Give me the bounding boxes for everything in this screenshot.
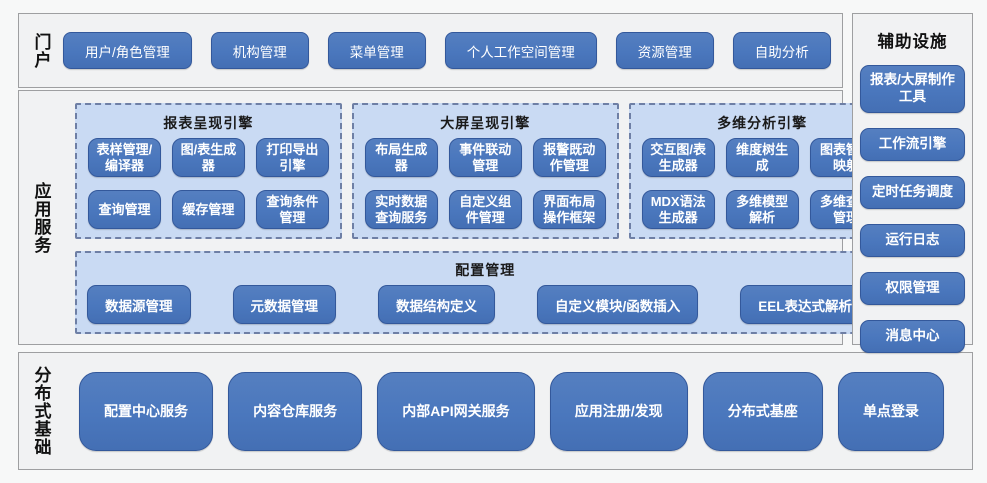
auxiliary-facilities-section: 辅助设施 报表/大屏制作工具 工作流引擎 定时任务调度 运行日志 权限管理 消息… bbox=[852, 13, 973, 353]
portal-item-resource-mgmt[interactable]: 资源管理 bbox=[615, 32, 714, 69]
app-services-content: 报表呈现引擎 表样管理/编译器 图/表生成器 打印导出引擎 查询管理 缓存管理 … bbox=[63, 91, 914, 344]
engine-row: 报表呈现引擎 表样管理/编译器 图/表生成器 打印导出引擎 查询管理 缓存管理 … bbox=[75, 103, 896, 239]
aux-run-logs[interactable]: 运行日志 bbox=[860, 224, 965, 257]
aux-message-center[interactable]: 消息中心 bbox=[860, 320, 965, 353]
module-cache-mgmt[interactable]: 缓存管理 bbox=[171, 190, 245, 229]
portal-item-personal-workspace-mgmt[interactable]: 个人工作空间管理 bbox=[444, 32, 597, 69]
aux-workflow-engine[interactable]: 工作流引擎 bbox=[860, 128, 965, 161]
report-render-engine-panel: 报表呈现引擎 表样管理/编译器 图/表生成器 打印导出引擎 查询管理 缓存管理 … bbox=[75, 103, 342, 239]
module-realtime-data-query-service[interactable]: 实时数据查询服务 bbox=[364, 190, 438, 229]
portal-item-self-service-analysis[interactable]: 自助分析 bbox=[732, 32, 831, 69]
aux-report-bigscreen-authoring-tool[interactable]: 报表/大屏制作工具 bbox=[860, 65, 965, 113]
dist-internal-api-gateway-service[interactable]: 内部API网关服务 bbox=[377, 371, 535, 451]
portal-section: 门户 用户/角色管理 机构管理 菜单管理 个人工作空间管理 资源管理 自助分析 bbox=[18, 13, 843, 88]
bigscreen-render-engine-modules: 布局生成器 事件联动管理 报警既动作管理 实时数据查询服务 自定义组件管理 界面… bbox=[364, 138, 606, 229]
multidim-analysis-engine-modules: 交互图/表生成器 维度树生成 图表智能映射 MDX语法生成器 多维模型解析 多维… bbox=[641, 138, 883, 229]
app-services-section-label: 应用服务 bbox=[31, 181, 51, 254]
dist-content-repository-service[interactable]: 内容仓库服务 bbox=[228, 371, 363, 451]
module-data-structure-definition[interactable]: 数据结构定义 bbox=[378, 285, 495, 324]
module-print-export-engine[interactable]: 打印导出引擎 bbox=[255, 138, 329, 177]
module-metadata-mgmt[interactable]: 元数据管理 bbox=[232, 285, 336, 324]
module-datasource-mgmt[interactable]: 数据源管理 bbox=[87, 285, 191, 324]
module-alarm-action-mgmt[interactable]: 报警既动作管理 bbox=[532, 138, 606, 177]
bigscreen-render-engine-panel: 大屏呈现引擎 布局生成器 事件联动管理 报警既动作管理 实时数据查询服务 自定义… bbox=[351, 103, 619, 239]
distributed-base-section-label: 分布式基础 bbox=[31, 366, 51, 456]
module-template-mgmt-compiler[interactable]: 表样管理/编译器 bbox=[88, 138, 161, 177]
portal-section-label: 门户 bbox=[31, 32, 51, 69]
portal-item-menu-mgmt[interactable]: 菜单管理 bbox=[327, 32, 426, 69]
module-dimension-tree-generation[interactable]: 维度树生成 bbox=[725, 138, 799, 177]
bigscreen-render-engine-title: 大屏呈现引擎 bbox=[440, 115, 531, 131]
module-custom-component-mgmt[interactable]: 自定义组件管理 bbox=[448, 190, 522, 229]
portal-button-row: 用户/角色管理 机构管理 菜单管理 个人工作空间管理 资源管理 自助分析 bbox=[63, 32, 857, 69]
app-services-section: 应用服务 报表呈现引擎 表样管理/编译器 图/表生成器 打印导出引擎 查询管理 … bbox=[18, 90, 896, 345]
module-multidim-model-parsing[interactable]: 多维模型解析 bbox=[725, 190, 799, 229]
report-render-engine-modules: 表样管理/编译器 图/表生成器 打印导出引擎 查询管理 缓存管理 查询条件管理 bbox=[88, 138, 329, 229]
auxiliary-facilities-list: 报表/大屏制作工具 工作流引擎 定时任务调度 运行日志 权限管理 消息中心 bbox=[853, 58, 972, 353]
aux-permission-mgmt[interactable]: 权限管理 bbox=[860, 272, 965, 305]
dist-single-sign-on[interactable]: 单点登录 bbox=[837, 371, 944, 451]
module-chart-table-generator[interactable]: 图/表生成器 bbox=[171, 138, 245, 177]
dist-config-center-service[interactable]: 配置中心服务 bbox=[79, 371, 213, 451]
portal-item-org-mgmt[interactable]: 机构管理 bbox=[210, 32, 309, 69]
auxiliary-facilities-title: 辅助设施 bbox=[877, 33, 948, 51]
module-custom-module-function-insert[interactable]: 自定义模块/函数插入 bbox=[537, 285, 699, 324]
config-mgmt-panel: 配置管理 数据源管理 元数据管理 数据结构定义 自定义模块/函数插入 EEL表达… bbox=[75, 251, 896, 334]
report-render-engine-title: 报表呈现引擎 bbox=[163, 115, 254, 131]
config-mgmt-modules: 数据源管理 元数据管理 数据结构定义 自定义模块/函数插入 EEL表达式解析器 bbox=[87, 285, 884, 324]
config-mgmt-title: 配置管理 bbox=[455, 262, 516, 278]
module-interactive-chart-generator[interactable]: 交互图/表生成器 bbox=[641, 138, 715, 177]
module-query-mgmt[interactable]: 查询管理 bbox=[88, 190, 161, 229]
module-query-condition-mgmt[interactable]: 查询条件管理 bbox=[255, 190, 329, 229]
dist-distributed-pedestal[interactable]: 分布式基座 bbox=[702, 371, 823, 451]
multidim-analysis-engine-title: 多维分析引擎 bbox=[717, 115, 808, 131]
module-event-linkage-mgmt[interactable]: 事件联动管理 bbox=[448, 138, 522, 177]
module-layout-generator[interactable]: 布局生成器 bbox=[364, 138, 438, 177]
distributed-base-button-row: 配置中心服务 内容仓库服务 内部API网关服务 应用注册/发现 分布式基座 单点… bbox=[63, 371, 972, 451]
module-mdx-syntax-generator[interactable]: MDX语法生成器 bbox=[641, 190, 715, 229]
dist-app-register-discovery[interactable]: 应用注册/发现 bbox=[549, 371, 688, 451]
multidim-analysis-engine-panel: 多维分析引擎 交互图/表生成器 维度树生成 图表智能映射 MDX语法生成器 多维… bbox=[628, 103, 896, 239]
module-ui-layout-operation-framework[interactable]: 界面布局操作框架 bbox=[532, 190, 606, 229]
aux-scheduled-task-dispatch[interactable]: 定时任务调度 bbox=[860, 176, 965, 209]
portal-item-user-role-mgmt[interactable]: 用户/角色管理 bbox=[63, 32, 192, 69]
distributed-base-section: 分布式基础 配置中心服务 内容仓库服务 内部API网关服务 应用注册/发现 分布… bbox=[18, 352, 973, 470]
